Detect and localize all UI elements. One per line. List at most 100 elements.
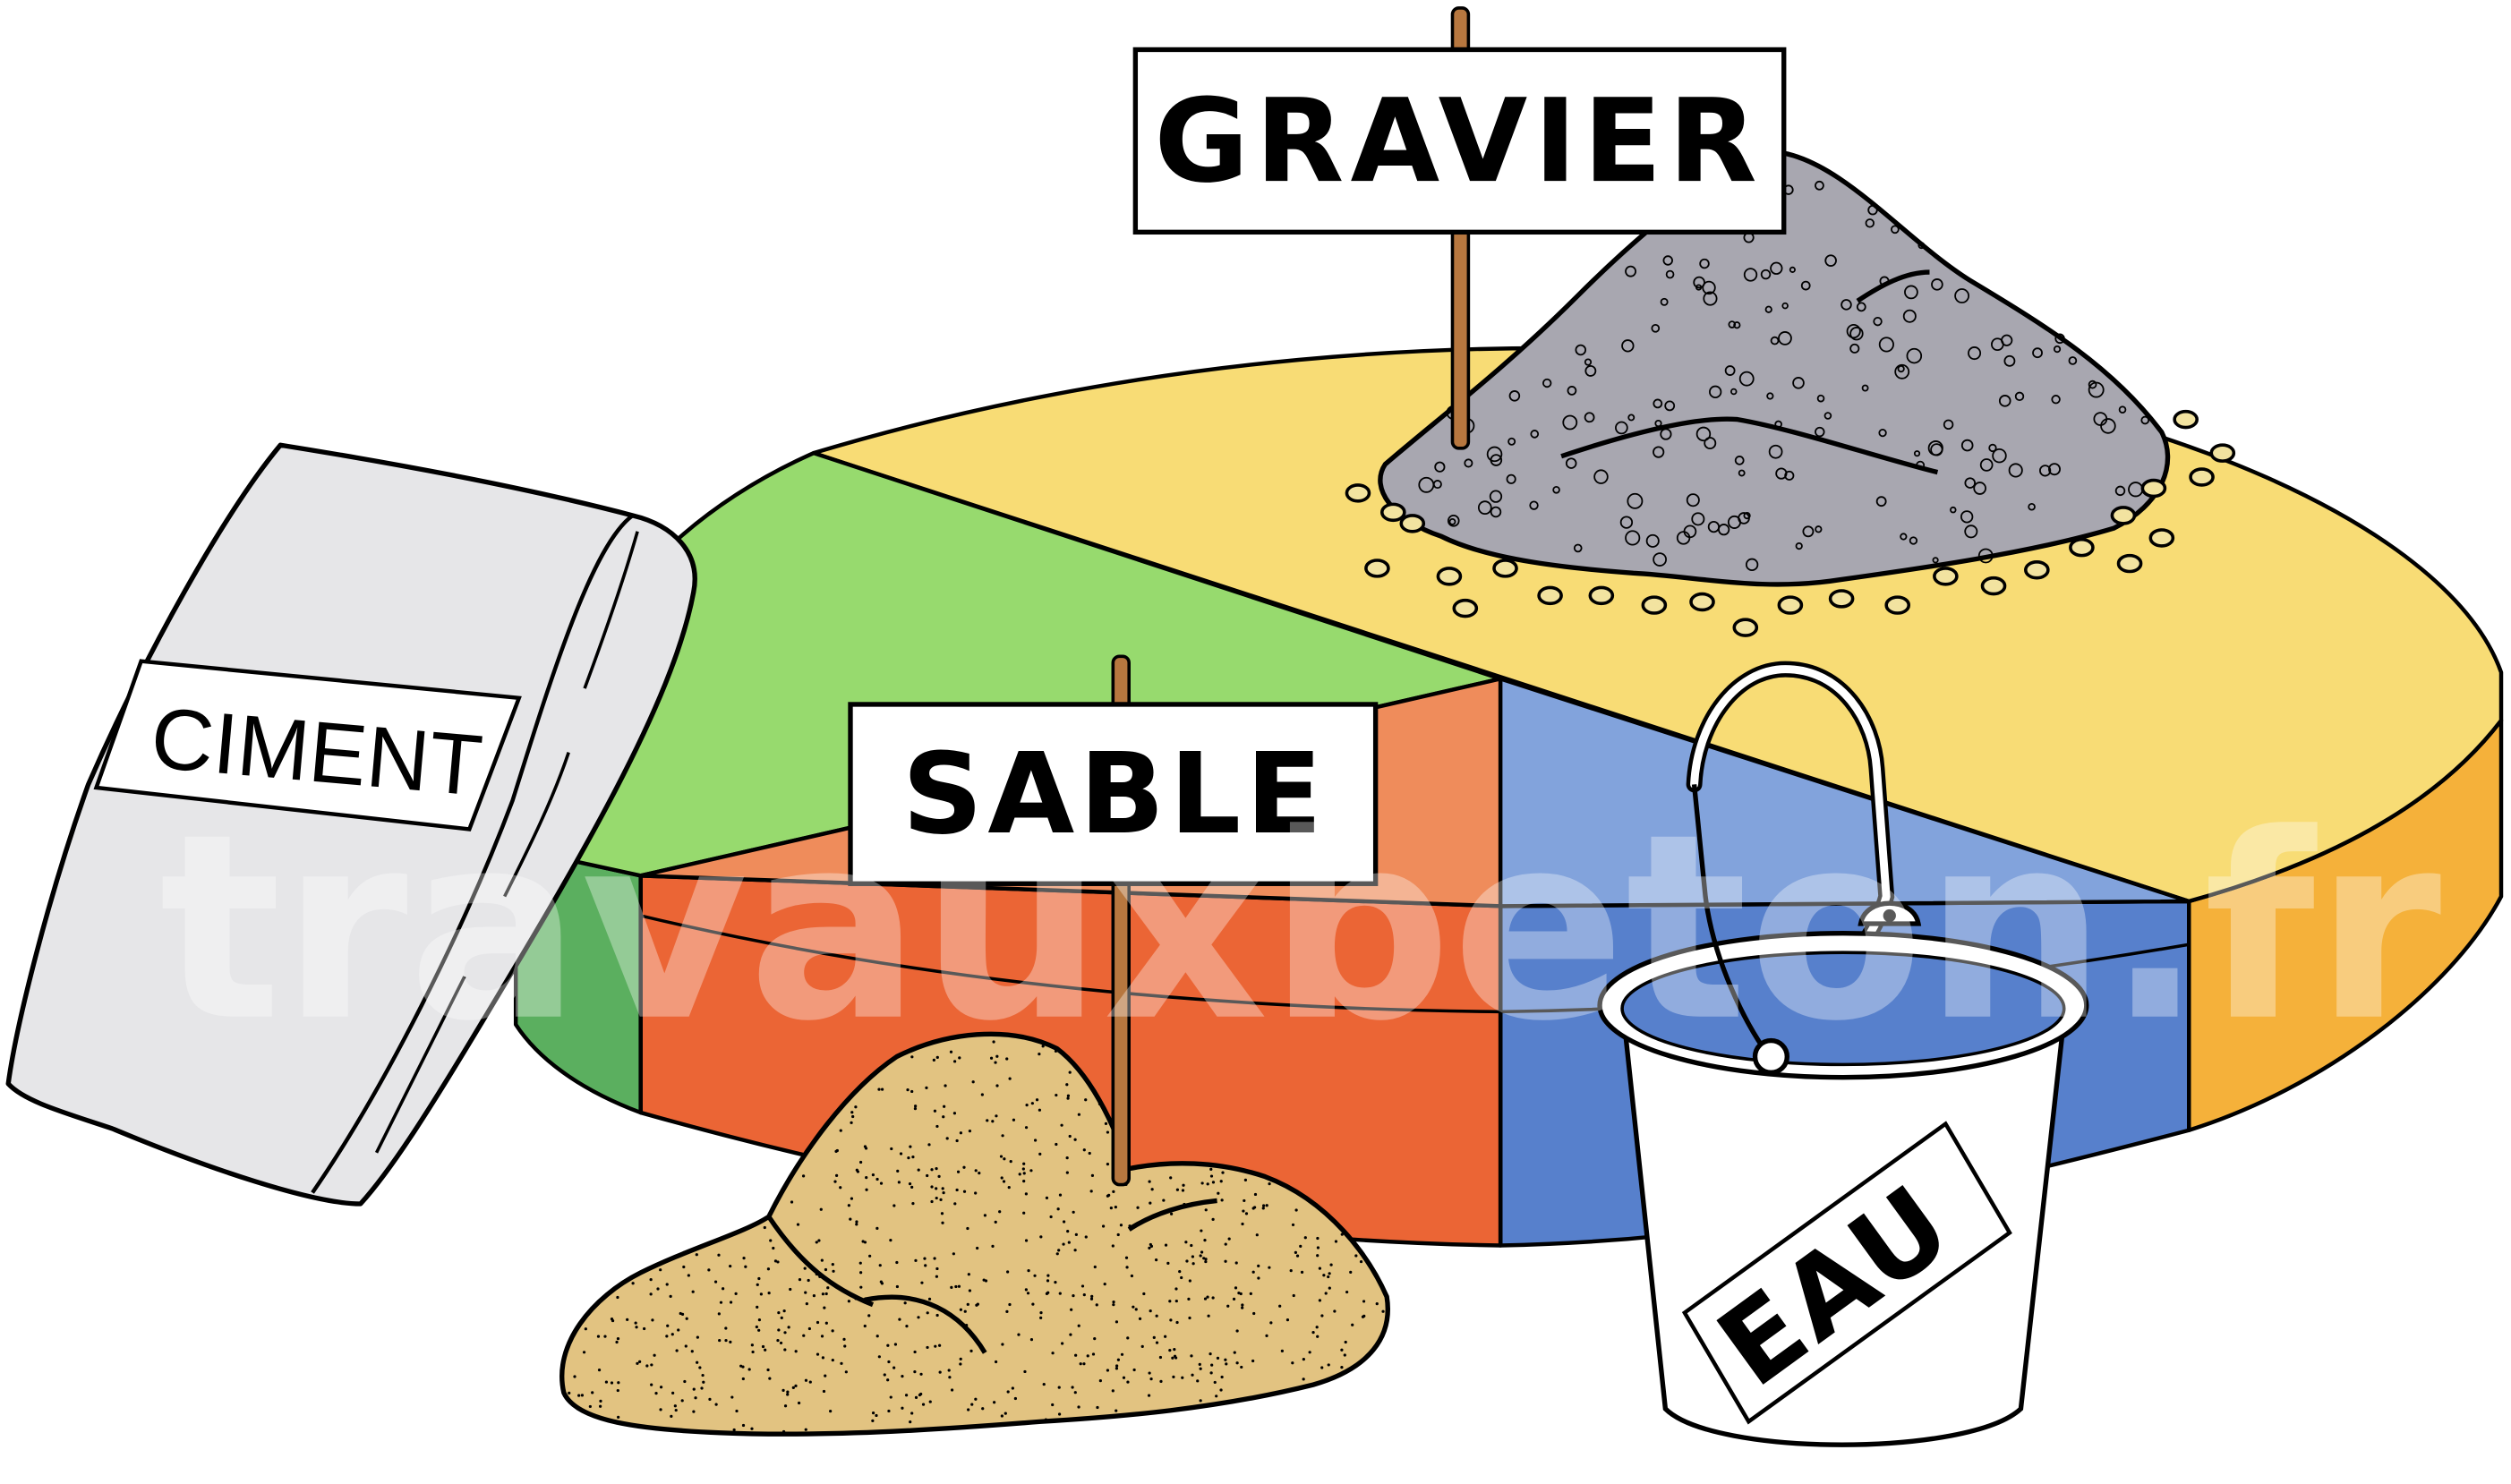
sand-grain [1316, 1236, 1320, 1241]
sand-grain [981, 1407, 985, 1411]
sand-grain [1069, 1333, 1072, 1336]
sand-grain [1051, 1403, 1055, 1407]
gravel-stone [1621, 339, 1635, 353]
sand-grain [938, 1343, 942, 1347]
sand-grain [930, 1185, 934, 1189]
gravel-stone [1964, 525, 1978, 539]
sand-grain [1022, 1211, 1026, 1215]
gravel-stone [1593, 469, 1609, 484]
sand-grain [1106, 1194, 1110, 1198]
sand-grain [935, 1196, 938, 1200]
sand-grain [1055, 1142, 1058, 1147]
sand-grain [1101, 1224, 1106, 1228]
gravel-stone [2048, 463, 2061, 476]
sand-grain [1125, 1266, 1129, 1269]
sand-grain [910, 1185, 914, 1190]
sand-grain [959, 1131, 963, 1135]
gravel-stone [1815, 180, 1824, 191]
sand-grain [1241, 1303, 1244, 1307]
sand-grain [1111, 1244, 1115, 1248]
sand-grain [1000, 1176, 1004, 1180]
sand-grain [718, 1238, 722, 1241]
sand-grain [643, 1326, 646, 1331]
sand-grain [1124, 1256, 1129, 1259]
gravel-stone [1683, 525, 1697, 539]
sand-grain [1191, 1262, 1195, 1266]
sand-texture [568, 1040, 1385, 1434]
sand-grain [1098, 1379, 1102, 1383]
sand-grain [1080, 1284, 1085, 1288]
sand-grain [1190, 1354, 1193, 1358]
sand-grain [1082, 1362, 1086, 1366]
sand-grain [1022, 1179, 1026, 1183]
gravel-pebble [1380, 502, 1406, 523]
sand-grain [1249, 1292, 1252, 1295]
sand-grain [1023, 1369, 1027, 1374]
sand-grain [959, 1362, 962, 1366]
sand-grain [1211, 1217, 1215, 1221]
sand-grain [1221, 1171, 1225, 1174]
sand-grain [956, 1170, 961, 1173]
watermark: travauxbeton.fr [159, 780, 2443, 1078]
sand-grain [626, 1318, 629, 1321]
sand-grain [680, 1312, 685, 1317]
sand-grain [768, 1377, 772, 1380]
sand-grain [797, 1401, 801, 1405]
sand-grain [650, 1363, 653, 1367]
sand-grain [1243, 1198, 1246, 1203]
sand-grain [741, 1377, 745, 1381]
sand-grain [958, 1056, 961, 1060]
gravel-stone [1894, 363, 1910, 380]
sand-grain [803, 1267, 807, 1270]
sand-grain [1184, 1241, 1188, 1244]
sand-grain [573, 1375, 577, 1378]
sand-grain [786, 1390, 790, 1394]
gravel-pebble [1364, 559, 1390, 578]
sand-grain [893, 1366, 896, 1369]
gravel-stone [1565, 457, 1577, 469]
sand-grain [1318, 1267, 1322, 1270]
sand-grain [651, 1318, 654, 1322]
sand-grain [1024, 1288, 1028, 1292]
gravel-stone [1774, 420, 1782, 429]
sand-grain [1359, 1259, 1363, 1264]
sand-grain [786, 1393, 790, 1396]
sand-grain [1207, 1314, 1210, 1318]
sand-grain [1140, 1344, 1144, 1348]
sand-grain [1175, 1320, 1179, 1325]
sand-grain [871, 1411, 875, 1415]
gravel-stone [1973, 482, 1986, 495]
gravel-stone [1931, 278, 1943, 291]
sand-grain [910, 1089, 914, 1094]
sand-grain [908, 1182, 912, 1186]
sand-grain [938, 1370, 942, 1374]
sand-grain [794, 1350, 798, 1353]
sand-grain [568, 1391, 571, 1395]
gravel-stone [1542, 378, 1552, 388]
gravel-stone [1653, 446, 1665, 458]
gravel-stone [1627, 414, 1636, 422]
sand-grain [867, 1314, 871, 1318]
sand-grain [772, 1246, 775, 1250]
sand-grain [1252, 1311, 1256, 1316]
pie-dividers [638, 875, 2191, 1246]
sand-grain [1089, 1297, 1094, 1301]
sand-grain [975, 1303, 978, 1307]
sand-grain [1062, 1242, 1065, 1246]
sand-grain [1327, 1275, 1330, 1279]
sand-grain [932, 1058, 935, 1062]
sand-grain [1343, 1353, 1346, 1357]
sand-grain [844, 1370, 848, 1374]
sand-grain [937, 1174, 941, 1179]
sand-grain [1136, 1206, 1140, 1209]
sand-grain [935, 1267, 939, 1271]
gravel-stone [1627, 492, 1644, 509]
gravel-stone [1849, 327, 1864, 341]
gravel-stone [1904, 285, 1918, 300]
sand-grain [930, 1199, 934, 1204]
sand-grain [1126, 1380, 1130, 1384]
sand-grain [1148, 1371, 1151, 1375]
sand-grain [741, 1423, 746, 1428]
sand-grain [1210, 1363, 1214, 1367]
sand-grain [790, 1200, 794, 1204]
